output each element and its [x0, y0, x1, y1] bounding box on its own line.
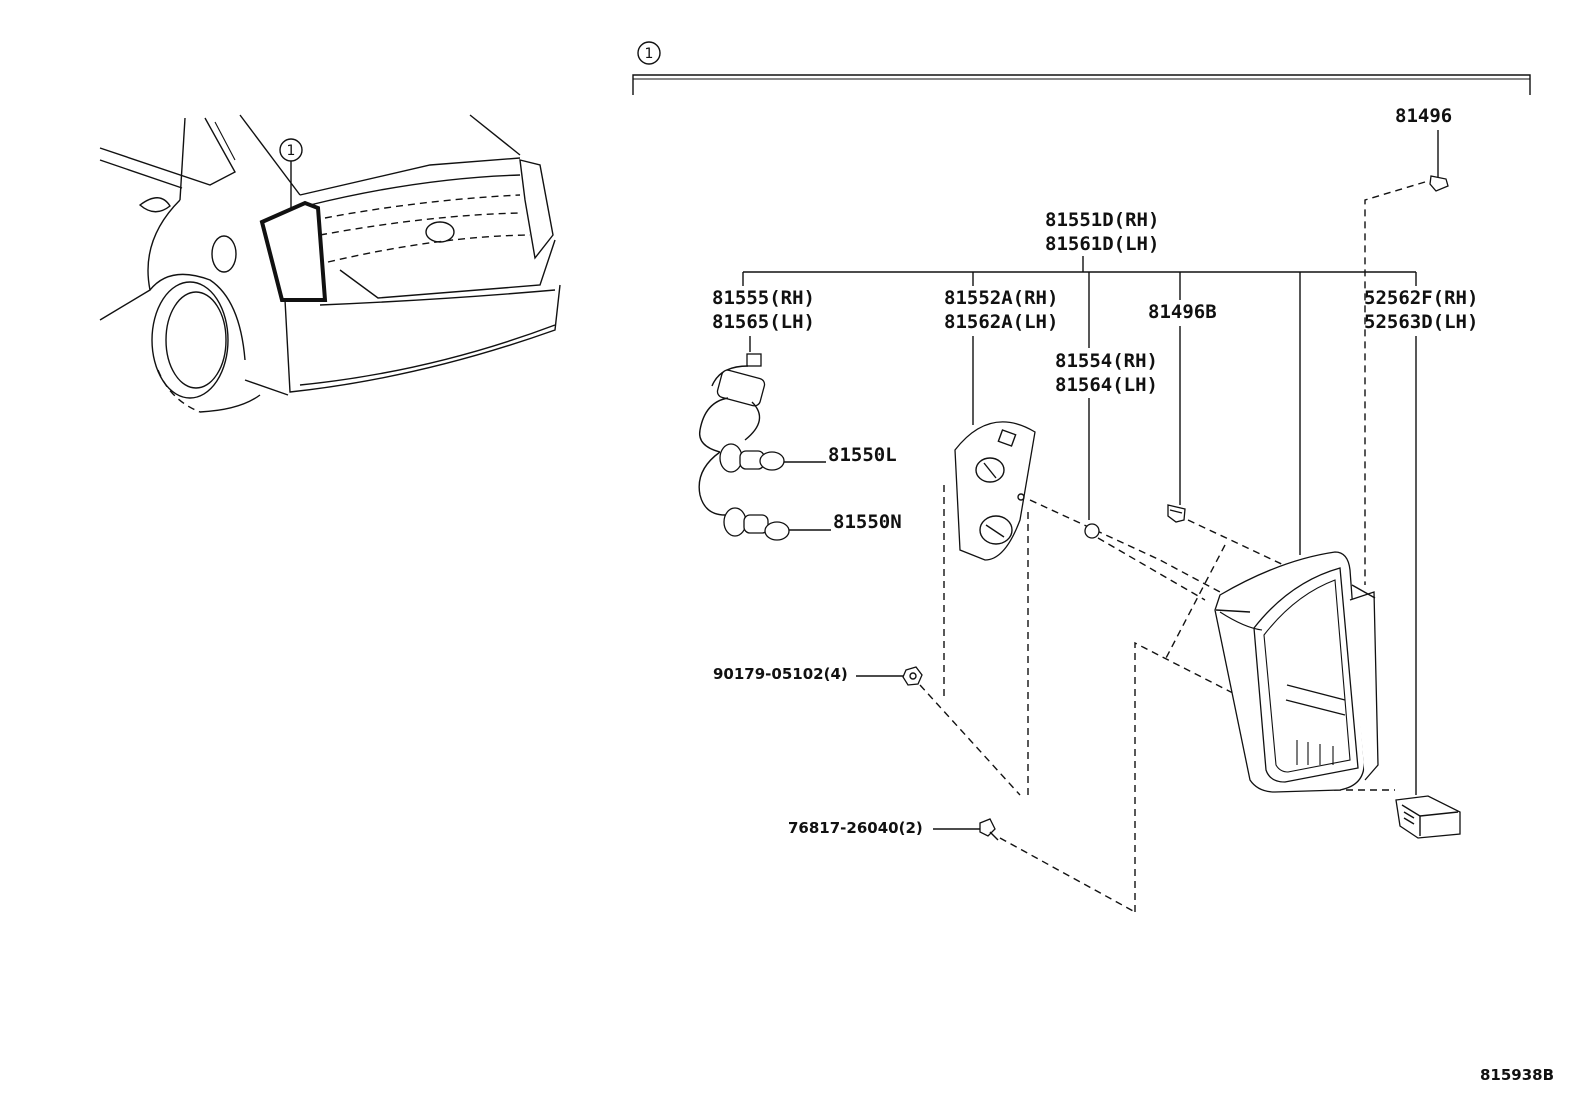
part-label-81550l: 81550L	[828, 444, 897, 466]
part-label-81561d-lh: 81561D(LH)	[1045, 233, 1159, 255]
socket-plate	[954, 421, 1036, 561]
nut-90179	[902, 666, 923, 686]
assembly-bracket: 1	[632, 41, 1531, 95]
part-label-81496: 81496	[1395, 105, 1452, 127]
socket-wire-harness	[698, 353, 790, 541]
part-label-81550n: 81550N	[833, 511, 902, 533]
screw-76817	[979, 818, 999, 841]
leader-lines	[742, 130, 1439, 830]
gasket-ring	[1084, 523, 1100, 539]
part-label-81565-lh: 81565(LH)	[712, 311, 815, 333]
part-label-81562a-lh: 81562A(LH)	[944, 311, 1058, 333]
part-label-76817-26040: 76817-26040(2)	[788, 819, 923, 837]
part-label-52563d-lh: 52563D(LH)	[1364, 311, 1478, 333]
callout-number-car: 1	[287, 143, 296, 159]
part-label-52562f-rh: 52562F(RH)	[1364, 287, 1478, 309]
retainer-52562f	[1395, 795, 1461, 839]
part-label-81564-lh: 81564(LH)	[1055, 374, 1158, 396]
part-labels: 81496 81551D(RH) 81561D(LH) 81555(RH) 81…	[712, 105, 1478, 837]
clip-81496	[1429, 175, 1449, 192]
part-label-81552a-rh: 81552A(RH)	[944, 287, 1058, 309]
part-label-81555-rh: 81555(RH)	[712, 287, 815, 309]
part-label-81496b: 81496B	[1148, 301, 1217, 323]
part-label-81554-rh: 81554(RH)	[1055, 350, 1158, 372]
callout-number-assembly: 1	[645, 46, 654, 62]
part-label-90179-05102: 90179-05102(4)	[713, 665, 848, 683]
diagram-id: 815938B	[1480, 1066, 1554, 1084]
part-label-81551d-rh: 81551D(RH)	[1045, 209, 1159, 231]
car-rear-view: 1	[99, 114, 561, 413]
clip-81496b	[1167, 504, 1186, 523]
tail-lamp-assembly	[1214, 551, 1379, 793]
callout-circle-assembly	[637, 41, 661, 65]
